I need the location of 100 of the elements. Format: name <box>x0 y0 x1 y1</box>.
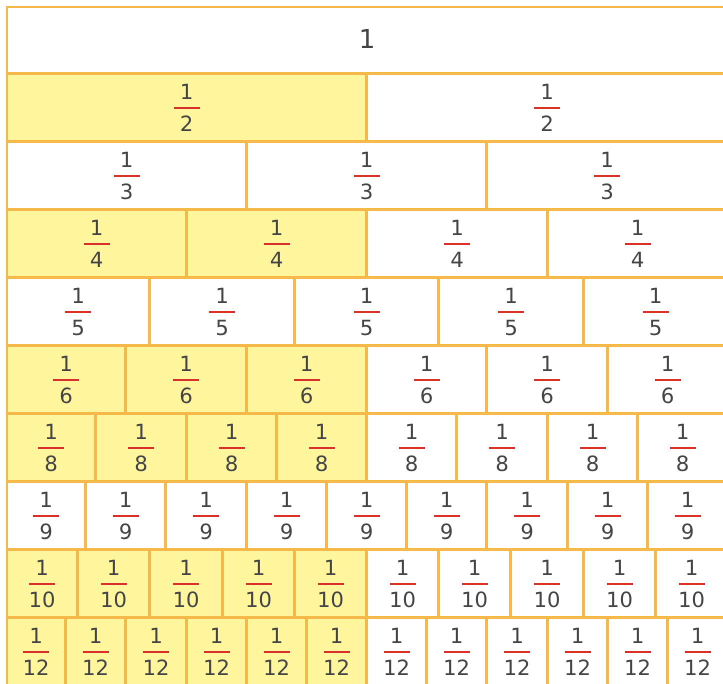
fraction-cell <box>77 549 150 618</box>
fraction-cell <box>607 345 723 414</box>
denominator: 10 <box>606 588 633 612</box>
fraction-cell <box>246 481 327 550</box>
denominator: 8 <box>314 452 328 476</box>
denominator: 12 <box>263 656 290 680</box>
denominator: 6 <box>540 384 554 408</box>
fraction-cell <box>65 617 126 684</box>
fraction-cell <box>366 209 548 278</box>
fraction-cell <box>6 141 247 210</box>
numerator: 1 <box>360 284 374 308</box>
fraction-cell <box>486 141 723 210</box>
numerator: 1 <box>570 624 584 648</box>
fraction-cell <box>306 617 367 684</box>
denominator: 6 <box>300 384 314 408</box>
fraction-cell <box>438 549 511 618</box>
numerator: 1 <box>630 624 644 648</box>
fraction-cell <box>6 6 723 74</box>
denominator: 5 <box>360 316 374 340</box>
denominator: 8 <box>495 452 509 476</box>
fraction-cell <box>246 345 367 414</box>
numerator: 1 <box>88 624 102 648</box>
denominator: 9 <box>360 520 374 544</box>
fraction-cell <box>276 413 367 482</box>
fraction-cell <box>294 277 439 346</box>
denominator: 10 <box>28 588 56 612</box>
denominator: 9 <box>280 520 294 544</box>
numerator: 1 <box>180 80 194 104</box>
numerator: 1 <box>420 352 434 376</box>
fraction-cell <box>246 617 307 684</box>
numerator: 1 <box>149 624 163 648</box>
denominator: 10 <box>389 588 416 612</box>
denominator: 9 <box>118 520 132 544</box>
denominator: 2 <box>180 112 194 136</box>
denominator: 12 <box>142 656 170 680</box>
denominator: 12 <box>624 656 651 680</box>
numerator: 1 <box>210 624 224 648</box>
numerator: 1 <box>648 284 662 308</box>
denominator: 12 <box>564 656 591 680</box>
denominator: 12 <box>443 656 470 680</box>
numerator: 1 <box>520 488 534 512</box>
fraction-cell <box>6 277 150 346</box>
numerator: 1 <box>540 80 554 104</box>
numerator: 1 <box>300 352 314 376</box>
numerator: 1 <box>314 420 328 444</box>
numerator: 1 <box>390 624 404 648</box>
numerator: 1 <box>360 488 374 512</box>
denominator: 10 <box>678 588 705 612</box>
fraction-cell <box>547 617 608 684</box>
numerator: 1 <box>396 556 410 580</box>
fraction-cell <box>186 209 367 278</box>
numerator: 1 <box>252 556 266 580</box>
fraction-cell <box>186 617 247 684</box>
denominator: 10 <box>461 588 488 612</box>
numerator: 1 <box>224 420 238 444</box>
numerator: 1 <box>510 624 524 648</box>
fraction-cell <box>294 549 367 618</box>
numerator: 1 <box>450 216 464 240</box>
numerator: 1 <box>440 488 454 512</box>
fraction-cell <box>667 617 723 684</box>
denominator: 10 <box>245 588 272 612</box>
denominator: 9 <box>680 520 694 544</box>
denominator: 10 <box>172 588 200 612</box>
numerator: 1 <box>450 624 464 648</box>
denominator: 3 <box>360 180 374 204</box>
fraction-cell <box>547 209 723 278</box>
numerator: 1 <box>59 352 73 376</box>
numerator: 1 <box>324 556 338 580</box>
numerator: 1 <box>71 284 85 308</box>
numerator: 1 <box>612 556 626 580</box>
fraction-cell <box>510 549 584 618</box>
numerator: 1 <box>215 284 229 308</box>
numerator: 1 <box>660 352 674 376</box>
denominator: 3 <box>120 180 134 204</box>
numerator: 1 <box>630 216 644 240</box>
numerator: 1 <box>540 352 554 376</box>
fraction-cell <box>607 617 668 684</box>
denominator: 5 <box>215 316 229 340</box>
denominator: 5 <box>504 316 518 340</box>
fraction-cell <box>6 73 367 142</box>
fraction-cell <box>438 277 584 346</box>
fraction-cell <box>6 549 78 618</box>
denominator: 9 <box>39 520 53 544</box>
denominator: 4 <box>90 248 104 272</box>
denominator: 8 <box>676 452 690 476</box>
denominator: 5 <box>71 316 85 340</box>
numerator: 1 <box>690 624 704 648</box>
numerator: 1 <box>495 420 509 444</box>
fraction-cell <box>486 617 548 684</box>
numerator: 1 <box>179 556 193 580</box>
fraction-cell <box>637 413 723 482</box>
fraction-cell <box>222 549 295 618</box>
denominator: 12 <box>82 656 109 680</box>
fraction-cell <box>486 345 608 414</box>
denominator: 3 <box>600 180 614 204</box>
numerator: 1 <box>120 148 134 172</box>
denominator: 8 <box>404 452 418 476</box>
fraction-cell <box>165 481 247 550</box>
denominator: 12 <box>684 656 711 680</box>
numerator: 1 <box>676 420 690 444</box>
